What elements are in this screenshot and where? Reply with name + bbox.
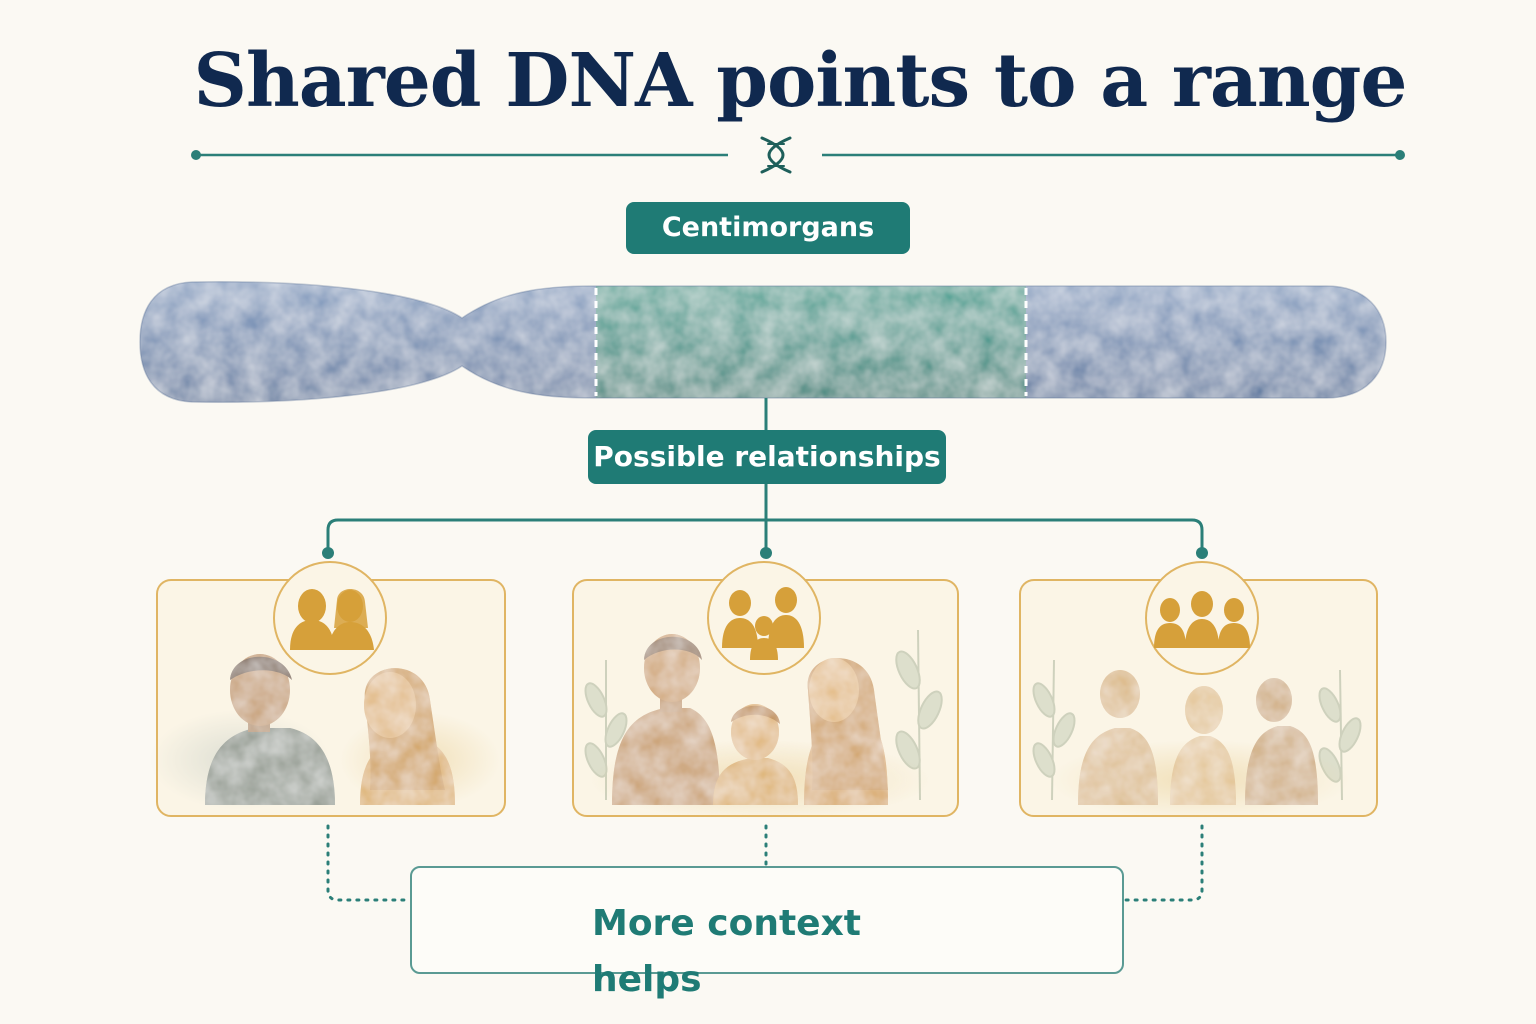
group-icon xyxy=(1154,591,1250,648)
dotted-connectors xyxy=(326,824,1204,902)
page-title: Shared DNA points to a range xyxy=(193,38,1408,124)
couple-icon xyxy=(290,588,374,650)
possible-relationships-label: Possible relationships xyxy=(588,430,946,484)
relative-figure-3 xyxy=(1245,678,1318,805)
woman-figure xyxy=(360,668,455,805)
relative-figure-1 xyxy=(1078,670,1158,805)
man-figure xyxy=(205,654,335,805)
relationship-card-family xyxy=(572,561,959,820)
relationship-card-couple xyxy=(150,561,506,817)
leaf-decoration xyxy=(584,629,943,801)
relative-figure-2 xyxy=(1170,686,1236,805)
connector-dots xyxy=(322,547,1208,559)
child-figure xyxy=(713,704,798,805)
connectors xyxy=(326,398,1204,552)
title-divider xyxy=(191,136,1405,174)
leaf-decoration xyxy=(1032,659,1362,801)
family-icon xyxy=(722,587,804,660)
relationship-card-group xyxy=(1019,561,1378,820)
father-figure xyxy=(612,634,720,805)
chromosome xyxy=(139,281,1387,403)
centimorgans-label: Centimorgans xyxy=(626,202,910,254)
shared-segment xyxy=(596,281,1026,403)
more-context-label: More context helps xyxy=(592,903,862,1000)
context-box xyxy=(410,866,1124,974)
dna-icon xyxy=(760,136,792,174)
mother-figure xyxy=(804,658,888,805)
